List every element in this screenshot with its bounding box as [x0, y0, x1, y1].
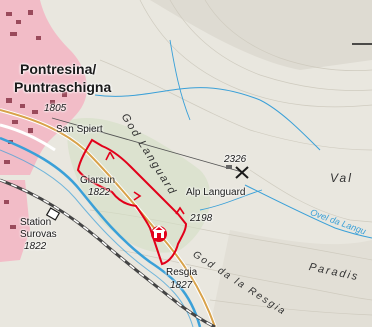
place-alp-languard: Alp Languard — [186, 187, 246, 198]
valley-val: Val — [330, 171, 353, 185]
roads — [0, 108, 217, 327]
place-resgia: Resgia — [166, 267, 198, 278]
place-san-spiert: San Spiert — [56, 124, 103, 135]
giarsun-elevation: 1822 — [88, 187, 111, 198]
alp-elevation: 2198 — [190, 213, 213, 224]
summit-station-icon — [226, 165, 232, 169]
lift-cross-icon — [235, 166, 249, 179]
town-name-line1: Pontresina/ — [20, 61, 97, 77]
summit-elevation: 2326 — [224, 154, 247, 165]
station-marker-icon — [45, 207, 61, 221]
route-direction-arrows — [105, 151, 185, 215]
hiking-route — [76, 138, 188, 266]
place-giarsun: Giarsun — [80, 175, 116, 186]
station-name-line1: Station — [20, 217, 52, 228]
hill-shading-south — [210, 230, 372, 327]
station-name-line2: Surovas — [20, 229, 57, 240]
chairlift-line — [51, 117, 243, 173]
town-name-line2: Puntraschigna — [14, 79, 112, 95]
railway — [0, 178, 216, 327]
town-elevation: 1805 — [44, 103, 67, 114]
hill-shading — [150, 0, 372, 70]
hut-icon — [151, 225, 167, 242]
station-elevation: 1822 — [24, 241, 47, 252]
waterways — [0, 39, 372, 327]
buildings — [4, 10, 67, 229]
resgia-elevation: 1827 — [170, 280, 193, 291]
